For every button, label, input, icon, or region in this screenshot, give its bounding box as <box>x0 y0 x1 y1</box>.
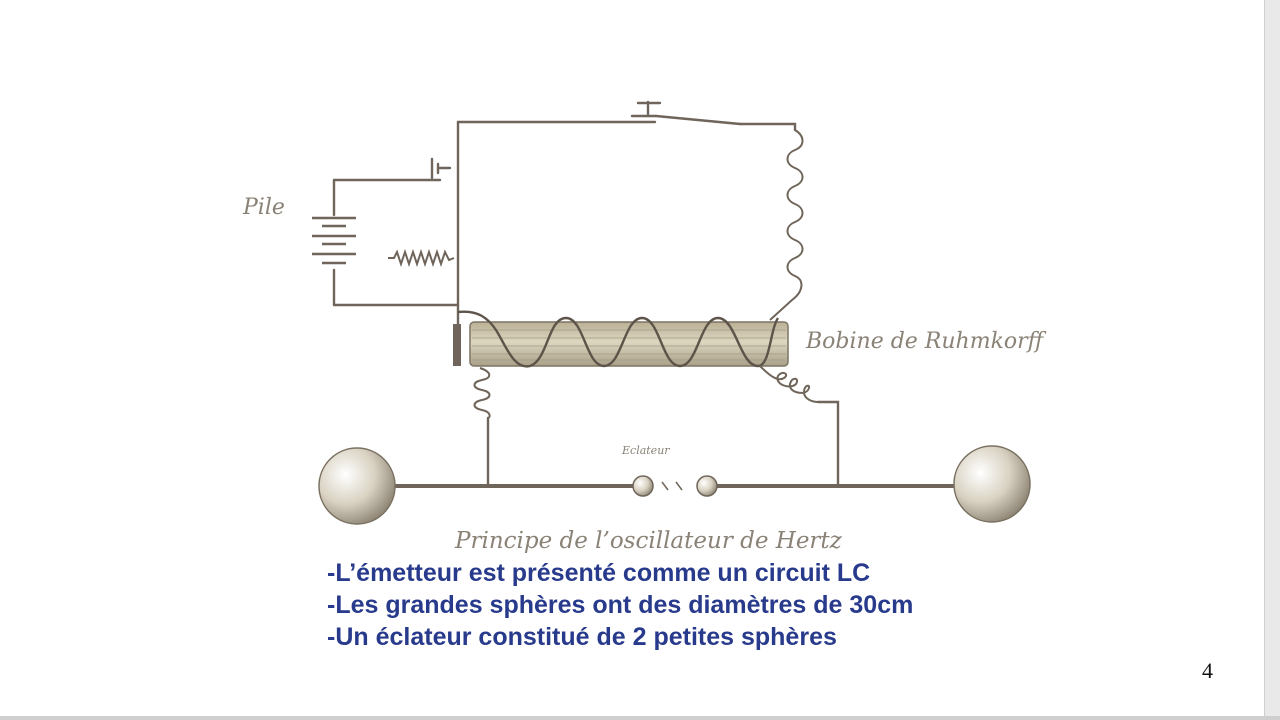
battery-cells <box>312 216 356 265</box>
diagram-caption: Principe de l’oscillateur de Hertz <box>454 528 843 554</box>
interrupter-spring <box>388 248 455 268</box>
label-pile: Pile <box>242 195 285 220</box>
right-small-sphere <box>696 475 718 497</box>
left-small-sphere <box>632 475 654 497</box>
frame-capacitor <box>430 157 452 180</box>
right-vertical-spring <box>769 129 804 321</box>
label-bobine: Bobine de Ruhmkorff <box>805 329 1047 354</box>
right-lower-spring <box>759 365 819 403</box>
coil-end-plate <box>453 324 461 366</box>
spark-marks <box>661 481 683 491</box>
label-eclateur: Eclateur <box>621 444 670 457</box>
slide-right-edge <box>1264 0 1280 720</box>
right-large-sphere <box>953 445 1031 523</box>
hertz-oscillator-diagram: Pile Bobine de Ruhmkorff Eclateur Princi… <box>242 100 1047 554</box>
left-large-sphere <box>318 447 396 525</box>
right-lead-wire <box>816 400 840 488</box>
left-lower-spring <box>473 367 491 419</box>
ruhmkorff-core <box>469 321 789 367</box>
core-hatching <box>472 329 786 361</box>
bullet-list: -L’émetteur est présenté comme un circui… <box>327 557 1147 653</box>
bullet-item: -Les grandes sphères ont des diamètres d… <box>327 591 914 619</box>
bullet-item: -Un éclateur constitué de 2 petites sphè… <box>327 623 837 651</box>
primary-winding <box>457 310 780 368</box>
top-right-wire <box>738 122 797 132</box>
switch-lever <box>654 114 742 126</box>
bullet-item: -L’émetteur est présenté comme un circui… <box>327 559 871 587</box>
page-number: 4 <box>1202 658 1213 683</box>
switch-knob <box>636 100 662 118</box>
slide-bottom-edge <box>0 716 1280 720</box>
